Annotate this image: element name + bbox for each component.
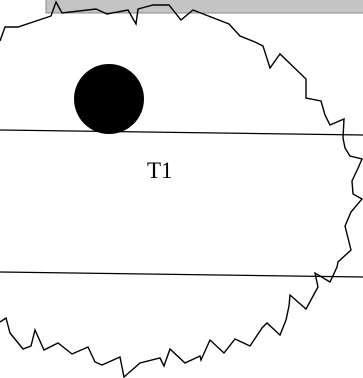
- top-gray-bar: [46, 0, 363, 13]
- upper-horizontal-line: [0, 130, 363, 135]
- black-dot: [74, 64, 144, 134]
- region-label: T1: [147, 158, 173, 183]
- lower-horizontal-line: [0, 272, 363, 277]
